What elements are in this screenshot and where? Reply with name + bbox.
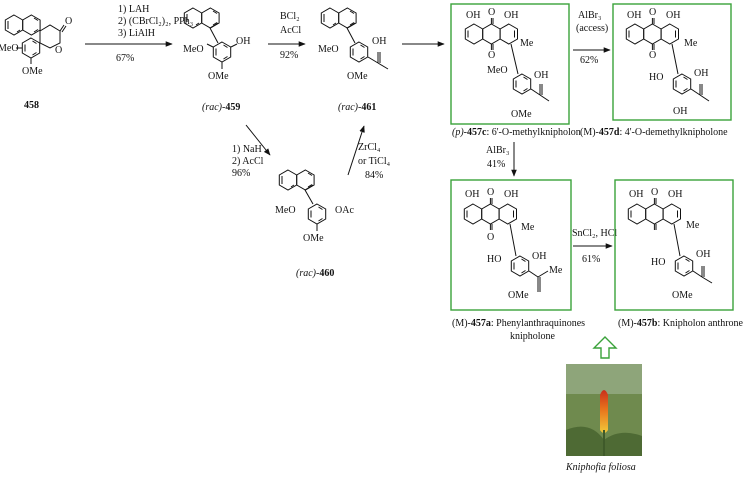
c460-ome: OMe xyxy=(303,233,324,244)
c459-oh: OH xyxy=(236,36,250,47)
c457a-me: Me xyxy=(521,222,535,233)
c457b-ome: OMe xyxy=(672,290,693,301)
c459-ome: OMe xyxy=(208,71,229,82)
c457b-oh-2: OH xyxy=(668,189,682,200)
c461-meo: MeO xyxy=(318,44,339,55)
compound-457d: OH O OH Me HO OH OH O xyxy=(625,7,710,117)
c457b-oh-1: OH xyxy=(629,189,643,200)
box-457d xyxy=(612,3,732,121)
compound-461: MeO OH OMe (rac)-461 xyxy=(318,7,389,113)
arrow-2-yield: 92% xyxy=(280,50,298,61)
c457b-label: (M)-457b: Knipholon anthrone xyxy=(618,318,744,329)
arrow-4-reagent-1: 1) NaH xyxy=(232,144,262,155)
c460-meo: MeO xyxy=(275,205,296,216)
c457d-oh-1: OH xyxy=(627,10,641,21)
c457c-me: Me xyxy=(520,38,534,49)
c457c-oh-1: OH xyxy=(466,10,480,21)
arrow-1-reagent-2: 2) (CBrCl₂)₂, PPh₃ xyxy=(118,16,193,27)
c458-label: 458 xyxy=(24,100,39,111)
c457c-o-bottom: O xyxy=(488,50,495,61)
c460-oac: OAc xyxy=(335,205,354,216)
c460-label: (rac)-460 xyxy=(296,268,334,279)
c461-oh: OH xyxy=(372,36,386,47)
arrow-3-reagent-1: AlBr₃ xyxy=(578,10,602,21)
arrow-6-yield: 41% xyxy=(487,159,505,170)
source-arrow-icon xyxy=(592,336,618,359)
c459-meo: MeO xyxy=(183,44,204,55)
c457a-label-2: knipholone xyxy=(510,331,556,342)
box-457c xyxy=(450,3,570,125)
arrow-5: ZrCl₄ or TiCl₄ 84% xyxy=(347,125,391,181)
photo-caption: Kniphofia foliosa xyxy=(565,462,636,473)
c457c-oh-2: OH xyxy=(504,10,518,21)
arrow-1: 1) LAH 2) (CBrCl₂)₂, PPh₃ 3) LiAlH 67% xyxy=(85,4,193,64)
arrow-2: BCl₂ AcCl 92% xyxy=(268,11,306,61)
c458-carbonyl-o: O xyxy=(65,16,72,27)
arrow-6-reagent-1: AlBr₃ xyxy=(486,145,510,156)
c458-ome: OMe xyxy=(22,66,43,77)
compound-457c: OH O OH Me MeO OH OMe O xyxy=(464,7,550,120)
c457a-oh-2: OH xyxy=(504,189,518,200)
c457c-label: (p)-457c: 6'-O-methylknipholon xyxy=(452,127,581,138)
c457a-oh-1: OH xyxy=(465,189,479,200)
arrow-4: 1) NaH 2) AcCl 96% xyxy=(232,124,271,179)
box-457a xyxy=(450,179,572,311)
arrow-6: AlBr₃ 41% xyxy=(486,142,517,177)
compound-459: MeO OH OMe (rac)-459 xyxy=(183,7,250,113)
c457d-oh-3: OH xyxy=(694,68,708,79)
c457b-ho: HO xyxy=(651,257,665,268)
c457d-me: Me xyxy=(684,38,698,49)
c461-ome: OMe xyxy=(347,71,368,82)
arrow-3-yield: 62% xyxy=(580,55,598,66)
kniphofia-photo xyxy=(566,364,642,456)
arrow-4-yield: 96% xyxy=(232,168,250,179)
arrow-7-yield: 61% xyxy=(582,254,600,265)
compound-457a: OH O OH Me O HO OH Me OMe xyxy=(463,187,563,301)
c458-ring-o: O xyxy=(55,45,62,56)
arrow-5-reagent-1: ZrCl₄ xyxy=(358,142,381,153)
c457a-o-bottom: O xyxy=(487,232,494,243)
arrow-3: AlBr₃ (access) 62% xyxy=(573,10,611,66)
c457d-oh-4: OH xyxy=(673,106,687,117)
c457a-me-2: Me xyxy=(549,265,563,276)
c457d-o-bottom: O xyxy=(649,50,656,61)
box-457b xyxy=(614,179,734,311)
c457b-oh-3: OH xyxy=(696,249,710,260)
arrow-2-reagent-2: AcCl xyxy=(280,25,301,36)
c457c-o-top: O xyxy=(488,7,495,18)
c457d-label: (M)-457d: 4'-O-demethylknipholone xyxy=(580,127,728,138)
arrow-5-reagent-2: or TiCl₄ xyxy=(358,156,391,167)
c457a-ho: HO xyxy=(487,254,501,265)
c457a-o-top: O xyxy=(487,187,494,198)
arrow-7-reagent-1: SnCl₂, HCl xyxy=(572,228,617,239)
arrow-5-yield: 84% xyxy=(365,170,383,181)
compound-460: MeO OAc OMe (rac)-460 xyxy=(275,169,354,279)
arrow-1-yield: 67% xyxy=(116,53,134,64)
c457a-ome: OMe xyxy=(508,290,529,301)
c457a-oh-3: OH xyxy=(532,251,546,262)
c457d-ho: HO xyxy=(649,72,663,83)
arrow-4-reagent-2: 2) AcCl xyxy=(232,156,264,167)
c457c-meo: MeO xyxy=(487,65,508,76)
c457b-o-top: O xyxy=(651,187,658,198)
c457c-ome: OMe xyxy=(511,109,532,120)
c458-meo: MeO xyxy=(0,43,19,54)
arrow-1-reagent-1: 1) LAH xyxy=(118,4,149,15)
c457c-oh-3: OH xyxy=(534,70,548,81)
compound-458: O O MeO OMe 458 xyxy=(0,14,72,111)
arrow-7: SnCl₂, HCl 61% xyxy=(572,228,617,265)
arrow-3-reagent-2: (access) xyxy=(576,23,608,34)
c457d-oh-2: OH xyxy=(666,10,680,21)
arrow-2-reagent-1: BCl₂ xyxy=(280,11,300,22)
c461-label: (rac)-461 xyxy=(338,102,376,113)
compound-457b: OH O OH Me HO OH OMe xyxy=(627,187,713,301)
c459-label: (rac)-459 xyxy=(202,102,240,113)
c457b-me: Me xyxy=(686,220,700,231)
c457a-label: (M)-457a: Phenylanthraquinones xyxy=(452,318,585,329)
c457d-o-top: O xyxy=(649,7,656,18)
arrow-1-reagent-3: 3) LiAlH xyxy=(118,28,155,39)
